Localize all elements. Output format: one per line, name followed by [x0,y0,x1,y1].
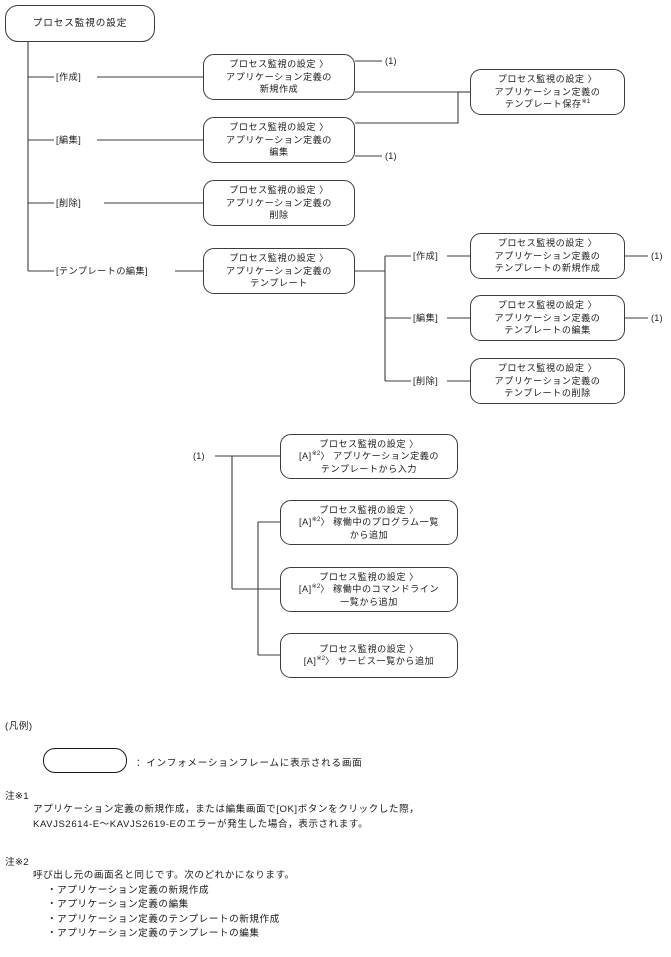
node-line-2: [A]※2〉 アプリケーション定義の [285,450,453,463]
node-add-from-running-programs[interactable]: プロセス監視の設定 〉 [A]※2〉 稼働中のプログラム一覧 から追加 [280,500,458,545]
footnote-ref-2: ※2 [311,583,321,591]
node-line-3: テンプレートから入力 [320,463,418,474]
node-prefix: [A] [303,656,317,667]
node-line-3: 削除 [269,210,289,221]
node-line-1: プロセス監視の設定 〉 [319,643,419,654]
node-input-from-template[interactable]: プロセス監視の設定 〉 [A]※2〉 アプリケーション定義の テンプレートから入… [280,434,458,479]
sub-branch-label-edit: [編集] [413,313,439,323]
node-line-2: [A]※2〉 サービス一覧から追加 [285,655,453,668]
note-2-bullet-1: ・アプリケーション定義の新規作成 [47,884,210,896]
node-line-2: [A]※2〉 稼働中のコマンドライン [285,583,453,596]
node-line-3: 新規作成 [259,84,299,95]
reference-marker-1-app-edit: (1) [385,151,397,161]
node-application-definition-template-save[interactable]: プロセス監視の設定 〉 アプリケーション定義の テンプレート保存※1 [470,69,625,115]
note-2-title: 注※2 [5,857,29,868]
reference-marker-1-template-modify: (1) [651,313,663,323]
node-line-3: テンプレートの新規作成 [494,263,601,274]
node-line-1: プロセス監視の設定 〉 [319,504,419,515]
node-line-3: 編集 [269,147,289,158]
note-2-body: 呼び出し元の画面名と同じです。次のどれかになります。 ・アプリケーション定義の新… [33,869,295,942]
node-root-process-monitoring-settings[interactable]: プロセス監視の設定 [5,5,155,42]
node-line-3: テンプレート保存※1 [475,98,620,111]
note-1-line-1: アプリケーション定義の新規作成，または編集画面で[OK]ボタンをクリックした際， [33,804,420,815]
note-2-line-1: 呼び出し元の画面名と同じです。次のどれかになります。 [33,870,295,881]
node-line-3-text: テンプレート保存 [504,99,582,110]
node-line-2: アプリケーション定義の [226,134,332,145]
node-line-2: アプリケーション定義の [494,86,601,97]
node-line-3: テンプレート [250,278,308,289]
node-line-2: [A]※2〉 稼働中のプログラム一覧 [285,516,453,529]
branch-label-template-edit: [テンプレートの編集] [56,266,149,276]
footnote-ref-2: ※2 [316,655,326,663]
node-line-1: プロセス監視の設定 〉 [497,238,598,249]
node-line-2: アプリケーション定義の [226,265,332,276]
reference-marker-1-app-new: (1) [385,56,397,66]
node-line-2: アプリケーション定義の [494,375,601,386]
node-application-definition-delete[interactable]: プロセス監視の設定 〉 アプリケーション定義の 削除 [203,180,355,226]
node-prefix: [A] [299,517,312,528]
sub-branch-label-delete: [削除] [413,376,439,386]
node-line-2: アプリケーション定義の [226,71,332,82]
node-line-3: 一覧から追加 [340,596,398,607]
reference-marker-1-template-new: (1) [651,251,663,261]
branch-label-edit: [編集] [56,135,82,145]
legend-description: ：インフォメーションフレームに表示される画面 [136,758,363,769]
footnote-ref-2: ※2 [311,516,321,524]
footnote-ref-2: ※2 [311,450,321,458]
node-line-2-rest: 〉 サービス一覧から追加 [325,656,435,667]
node-line-2: アプリケーション定義の [494,312,601,323]
node-line-1: プロセス監視の設定 〉 [497,363,598,374]
legend-heading: (凡例) [5,721,33,732]
node-template-modify[interactable]: プロセス監視の設定 〉 アプリケーション定義の テンプレートの編集 [470,295,625,341]
branch-label-create: [作成] [56,72,82,82]
footnote-ref-1: ※1 [581,98,591,106]
node-prefix: [A] [298,584,312,595]
legend-swatch-rounded-box [43,748,127,773]
note-2-bullet-3: ・アプリケーション定義のテンプレートの新規作成 [47,913,280,925]
node-application-definition-template[interactable]: プロセス監視の設定 〉 アプリケーション定義の テンプレート [203,248,355,294]
node-line-1: プロセス監視の設定 〉 [497,300,598,311]
node-line-3: テンプレートの削除 [504,388,591,399]
node-line-1: プロセス監視の設定 〉 [319,438,419,449]
node-line-1: プロセス監視の設定 〉 [319,571,419,582]
node-template-delete[interactable]: プロセス監視の設定 〉 アプリケーション定義の テンプレートの削除 [470,358,625,404]
node-line-1: プロセス監視の設定 〉 [497,74,598,85]
note-1-body: アプリケーション定義の新規作成，または編集画面で[OK]ボタンをクリックした際，… [33,803,419,832]
node-line-3: から追加 [349,529,389,540]
node-line-1: プロセス監視の設定 〉 [229,59,329,70]
node-line-1: プロセス監視の設定 〉 [229,253,329,264]
node-application-definition-new[interactable]: プロセス監視の設定 〉 アプリケーション定義の 新規作成 [203,54,355,100]
node-line-2-rest: 〉 稼働中のプログラム一覧 [320,517,439,528]
node-label: プロセス監視の設定 [32,17,128,29]
node-line-2: アプリケーション定義の [494,250,601,261]
branch-label-delete: [削除] [56,198,82,208]
node-line-1: プロセス監視の設定 〉 [229,185,329,196]
node-add-from-services[interactable]: プロセス監視の設定 〉 [A]※2〉 サービス一覧から追加 [280,633,458,678]
node-prefix: [A] [298,451,312,462]
reference-marker-1-expansion-source: (1) [193,451,205,461]
node-add-from-running-commandline[interactable]: プロセス監視の設定 〉 [A]※2〉 稼働中のコマンドライン 一覧から追加 [280,567,458,612]
note-1-line-2: KAVJS2614-E～KAVJS2619-Eのエラーが発生した場合，表示されま… [33,818,369,830]
note-2-bullet-2: ・アプリケーション定義の編集 [47,899,189,911]
note-2-bullet-4: ・アプリケーション定義のテンプレートの編集 [47,928,260,940]
node-line-2: アプリケーション定義の [226,197,332,208]
node-line-2-rest: 〉 アプリケーション定義の [320,451,440,462]
node-line-3: テンプレートの編集 [504,325,591,336]
sub-branch-label-create: [作成] [413,251,439,261]
note-1-title: 注※1 [5,791,29,802]
node-template-new[interactable]: プロセス監視の設定 〉 アプリケーション定義の テンプレートの新規作成 [470,233,625,279]
node-application-definition-edit[interactable]: プロセス監視の設定 〉 アプリケーション定義の 編集 [203,117,355,163]
node-line-1: プロセス監視の設定 〉 [229,122,329,133]
node-line-2-rest: 〉 稼働中のコマンドライン [320,584,440,595]
